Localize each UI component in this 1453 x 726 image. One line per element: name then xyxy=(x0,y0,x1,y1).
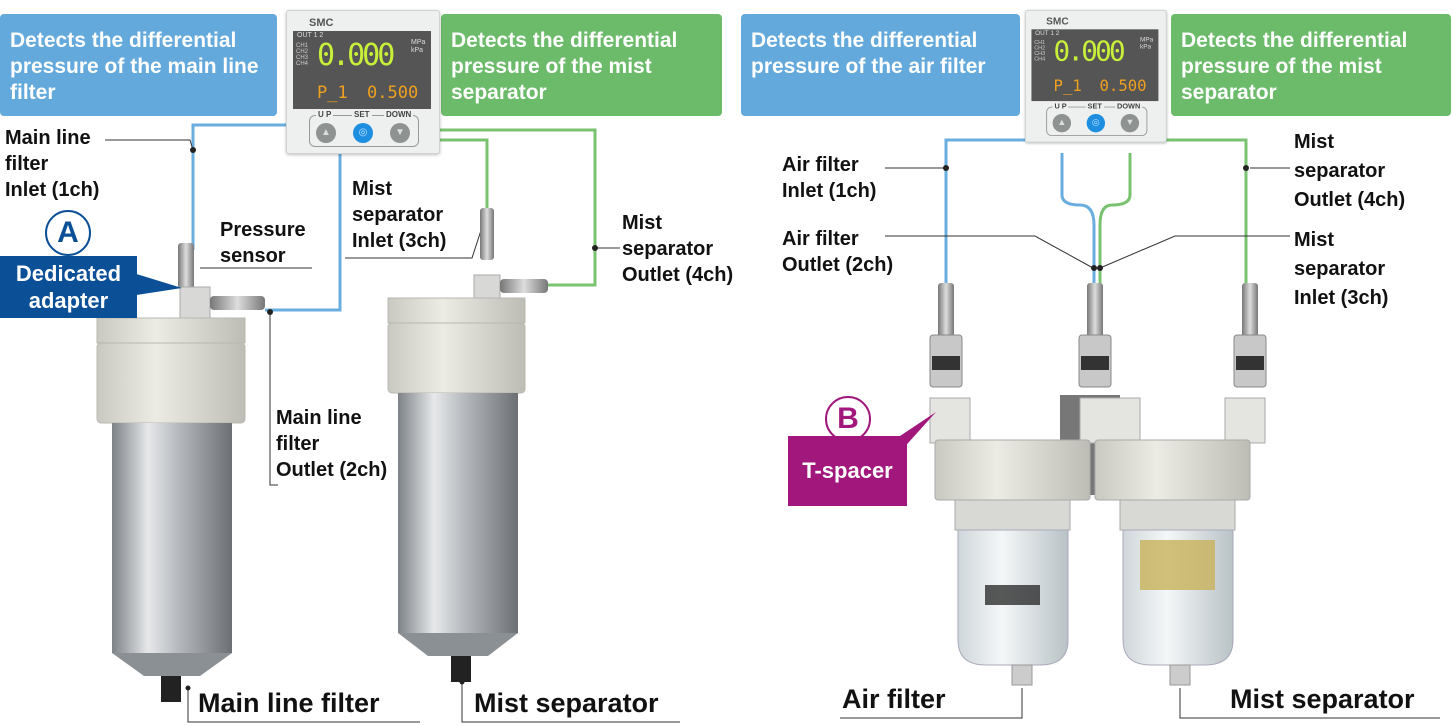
set-button[interactable]: ◎ xyxy=(353,123,373,143)
line: Inlet (1ch) xyxy=(5,179,100,201)
line: Outlet (4ch) xyxy=(622,264,734,286)
up-label: U P xyxy=(316,110,334,120)
screen-frame xyxy=(1031,29,1159,102)
unit-mpa: MPa xyxy=(1140,36,1154,44)
line: Inlet (3ch) xyxy=(1294,287,1389,309)
line: Inlet (1ch) xyxy=(782,180,877,202)
up-label: U P xyxy=(1052,102,1069,112)
up-button[interactable]: ▲ xyxy=(1052,113,1071,133)
left-blue-callout: Detects the differential pressure of the… xyxy=(0,14,277,116)
set-button[interactable]: ◎ xyxy=(1086,113,1106,133)
label-pressure-sensor: Pressure sensor xyxy=(220,217,306,269)
down-button[interactable]: ▼ xyxy=(1120,113,1140,133)
line: Main line xyxy=(5,127,91,149)
left-green-callout: Detects the differential pressure of the… xyxy=(441,14,722,116)
set-label: SET xyxy=(352,110,372,120)
main-value: 0.000 xyxy=(317,38,395,73)
ch1: CH1 xyxy=(1034,40,1046,46)
line: Dedicated xyxy=(15,261,122,286)
right-green-callout: Detects the differential pressure of the… xyxy=(1171,14,1451,116)
mist-separator-graphic xyxy=(387,208,548,682)
line: Mist xyxy=(1294,229,1334,251)
line: Inlet (3ch) xyxy=(352,230,447,252)
line: Outlet (4ch) xyxy=(1294,189,1406,211)
line: Main line xyxy=(276,407,362,429)
sub-value: 0.500 xyxy=(1099,77,1147,96)
line: Pressure xyxy=(220,219,306,241)
screen-frame xyxy=(293,31,431,109)
right-pressure-display: SMC OUT 1 2 CH1 CH2 CH3 CH4 0.000 MPa kP… xyxy=(1025,10,1167,143)
air-filter-and-mist-separator-graphic xyxy=(929,283,1267,686)
unit-kpa: kPa xyxy=(1140,44,1152,51)
tspacer-pointer xyxy=(900,412,936,452)
product-mist-separator-right: Mist separator xyxy=(1230,684,1415,714)
up-button[interactable]: ▲ xyxy=(316,123,336,143)
line: Mist xyxy=(1294,131,1334,153)
right-leader-lines xyxy=(840,167,1440,719)
unit-kpa: kPa xyxy=(411,47,424,54)
ch4: CH4 xyxy=(1034,56,1046,63)
badge-a: A xyxy=(45,210,91,256)
adapter-pointer xyxy=(130,272,182,296)
down-label: DOWN xyxy=(1115,102,1143,112)
button-row: U P SET DOWN ▲ ◎ ▼ xyxy=(309,110,419,147)
line: Air filter xyxy=(782,154,859,176)
down-label: DOWN xyxy=(384,110,414,120)
line: separator xyxy=(622,238,714,260)
line: sensor xyxy=(220,245,286,267)
t-spacer-tag: T-spacer xyxy=(788,436,907,506)
line: filter xyxy=(5,153,49,175)
ch4: CH4 xyxy=(296,61,309,67)
line: Outlet (2ch) xyxy=(782,254,894,276)
sub-param: P_1 xyxy=(317,83,348,103)
line: separator xyxy=(352,204,444,226)
ch3: CH3 xyxy=(1034,51,1046,57)
line: Air filter xyxy=(782,228,859,250)
unit-mpa: MPa xyxy=(411,39,426,46)
ch3: CH3 xyxy=(296,55,309,61)
line: Mist xyxy=(352,178,392,200)
sub-value: 0.500 xyxy=(367,83,419,103)
sub-param: P_1 xyxy=(1053,77,1082,96)
ch2: CH2 xyxy=(296,49,309,55)
main-line-filter-graphic xyxy=(96,243,265,702)
line: Mist xyxy=(622,212,662,234)
line: separator xyxy=(1294,258,1386,280)
line: Outlet (2ch) xyxy=(276,459,388,481)
line: adapter xyxy=(28,288,109,313)
line: filter xyxy=(276,433,320,455)
right-blue-callout: Detects the differential pressure of the… xyxy=(741,14,1020,116)
out-label: OUT 1 2 xyxy=(297,32,324,39)
out-label: OUT 1 2 xyxy=(1035,30,1060,37)
ch2: CH2 xyxy=(1034,45,1046,52)
left-pressure-display: SMC OUT 1 2 CH1 CH2 CH3 CH4 0.000 MPa kP… xyxy=(286,10,440,154)
brand-logo: SMC xyxy=(1046,16,1069,28)
main-value: 0.000 xyxy=(1053,35,1126,68)
line: separator xyxy=(1294,160,1386,182)
left-leader-lines xyxy=(105,139,680,723)
set-label: SET xyxy=(1085,102,1104,112)
left-tubes xyxy=(191,123,597,312)
right-tubes xyxy=(944,138,1248,285)
brand-logo: SMC xyxy=(309,17,334,29)
product-main-line-filter: Main line filter xyxy=(198,688,380,718)
down-button[interactable]: ▼ xyxy=(390,123,410,143)
button-row: U P SET DOWN ▲ ◎ ▼ xyxy=(1046,102,1148,137)
ch1: CH1 xyxy=(296,43,309,49)
product-mist-separator-left: Mist separator xyxy=(474,688,659,718)
product-air-filter: Air filter xyxy=(842,684,946,714)
